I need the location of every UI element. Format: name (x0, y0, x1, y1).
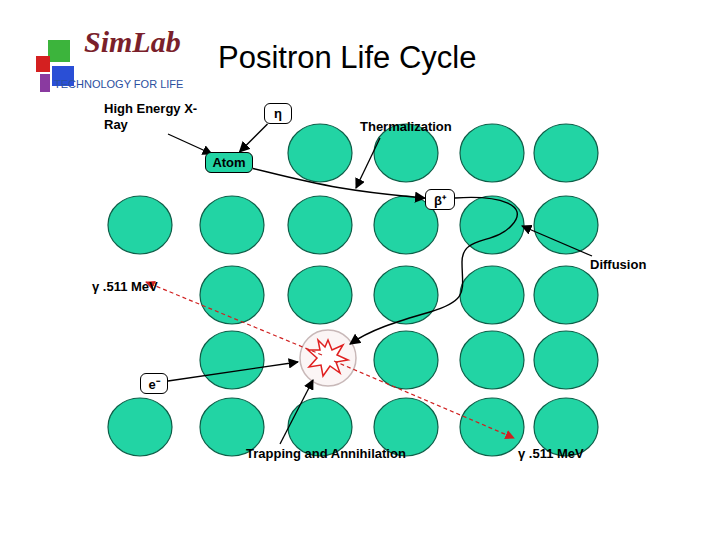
atom-circle (534, 266, 598, 324)
atom-circle (200, 266, 264, 324)
process-label: Thermalization (360, 119, 452, 135)
label-box: η (264, 103, 292, 124)
source-label: High Energy X-Ray (104, 101, 204, 133)
logo-tagline: TECHNOLOGY FOR LIFE (54, 76, 183, 92)
atom-circle (288, 196, 352, 254)
atom-circle (288, 124, 352, 182)
leader-arrow (280, 380, 313, 444)
atom-circle (534, 331, 598, 389)
atom-circle (374, 331, 438, 389)
connector-arrow (240, 124, 268, 152)
atom-grid (108, 124, 598, 456)
node-text: η (274, 106, 282, 121)
annihilation-burst (308, 340, 348, 376)
gamma-label: γ .511 MeV (518, 446, 584, 462)
atom-circle (108, 196, 172, 254)
panel (85, 85, 665, 473)
leader-arrow (356, 138, 380, 188)
node-text: e⁻ (148, 375, 159, 393)
label-box: e⁻ (140, 373, 168, 394)
diffusion-path (350, 197, 517, 344)
process-label: Trapping and Annihilation (246, 446, 406, 462)
slide-title: Positron Life Cycle (218, 40, 476, 76)
atom-circle (460, 266, 524, 324)
gamma-ray (146, 282, 322, 355)
process-label: Diffusion (590, 257, 646, 273)
node-text: Atom (212, 155, 245, 170)
xray-arrow (168, 134, 212, 154)
atom-circle (460, 331, 524, 389)
atom-circle (288, 266, 352, 324)
atom-circle (460, 124, 524, 182)
logo-square (40, 74, 50, 92)
atom-circle (200, 196, 264, 254)
gamma-ray (334, 361, 514, 438)
logo-square (48, 40, 70, 62)
annihilation-site (300, 330, 356, 386)
label-box: β⁺ (425, 189, 455, 210)
logo-text: SimLab (84, 34, 181, 50)
atom-circle (534, 124, 598, 182)
connector-arrow (253, 168, 425, 198)
logo-square (36, 56, 50, 72)
leader-arrow (522, 226, 592, 256)
gamma-label: γ .511 MeV (92, 279, 158, 295)
atom-circle (374, 266, 438, 324)
atom-box: Atom (205, 152, 253, 173)
atom-circle (460, 398, 524, 456)
atom-circle (200, 331, 264, 389)
atom-circle (108, 398, 172, 456)
electron-path (168, 362, 298, 381)
node-text: β⁺ (434, 191, 446, 209)
